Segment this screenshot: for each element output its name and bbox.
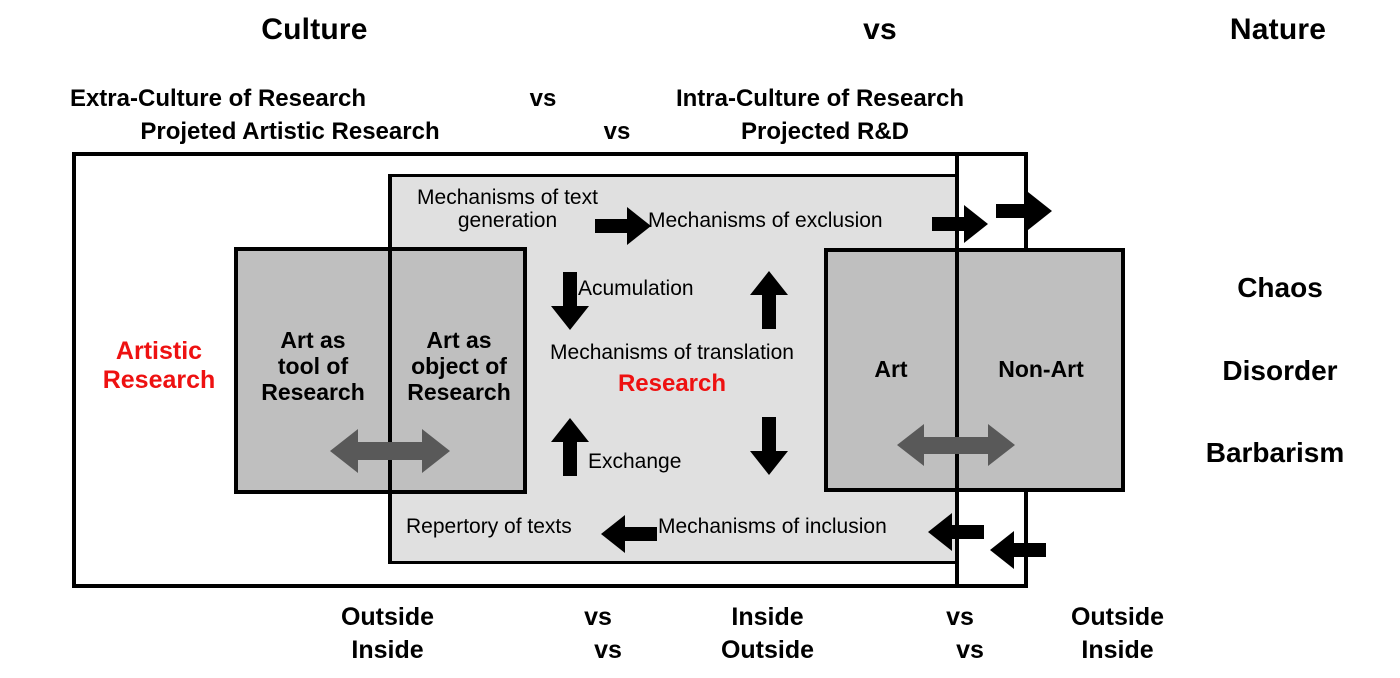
right-word-barbarism: Barbarism <box>1205 437 1345 468</box>
art-as-tool-line-2: tool of <box>277 352 349 379</box>
right-word-chaos: Chaos <box>1237 272 1323 303</box>
mechanisms-of-text-generation-label: Mechanisms of text generation <box>417 186 598 233</box>
arrow-up-icon-exchange <box>551 418 589 476</box>
artistic-research-line-2: Research <box>102 365 216 394</box>
bottom-col-5-bottom: Inside <box>1081 635 1154 664</box>
bottom-col-3-top: Inside <box>731 603 804 631</box>
right-word-disorder: Disorder <box>1222 355 1338 386</box>
header-vs-row3: vs <box>603 118 631 145</box>
arrow-up-icon-right-center <box>750 271 788 329</box>
arrow-left-icon-inclusion-outer <box>990 531 1046 569</box>
arrow-left-icon-inclusion-inner <box>928 513 984 551</box>
artistic-research-side-label: Artistic Research <box>84 337 234 395</box>
non-art-label-line-1: Non-Art <box>998 356 1084 382</box>
double-arrow-horizontal-icon <box>330 425 450 477</box>
repertory-of-texts-label: Repertory of texts <box>406 515 572 538</box>
research-center-label: Research <box>617 370 727 397</box>
header-projected-rd: Projected R&D <box>740 118 910 145</box>
divider-art-nonart-inner <box>955 248 959 492</box>
bottom-col-2-bottom: vs <box>594 635 622 664</box>
art-label: Art <box>830 356 952 383</box>
bottom-col-1: Outside Inside <box>310 601 465 666</box>
header-extra-culture: Extra-Culture of Research <box>69 85 367 112</box>
mechanisms-of-exclusion-label: Mechanisms of exclusion <box>648 209 883 232</box>
art-label-line-1: Art <box>874 356 908 382</box>
header-vs-top: vs <box>863 13 897 46</box>
bottom-col-2-vs: vs vs <box>548 601 648 666</box>
art-as-object-line-1: Art as <box>426 327 492 353</box>
art-as-object-line-3: Research <box>407 378 511 405</box>
arrow-down-icon-right-center <box>750 417 788 475</box>
bottom-col-5-top: Outside <box>1070 603 1165 631</box>
arrow-right-icon-exclusion-inner <box>932 205 988 243</box>
divider-left-inner <box>388 247 392 494</box>
arrow-right-icon-exclusion-outer <box>996 192 1052 230</box>
arrow-down-icon-accumulation <box>551 272 589 330</box>
art-as-tool-line-1: Art as <box>280 327 346 353</box>
art-as-object-label: Art as object of Research <box>393 327 525 405</box>
header-culture: Culture <box>261 13 368 46</box>
bottom-col-1-bottom: Inside <box>351 635 424 664</box>
bottom-col-5: Outside Inside <box>1040 601 1195 666</box>
divider-line-art-nonart <box>955 152 959 212</box>
header-intra-culture: Intra-Culture of Research <box>675 85 965 112</box>
bottom-col-4-top: vs <box>946 603 974 631</box>
artistic-research-line-1: Artistic <box>115 337 203 365</box>
mechanisms-of-inclusion-label: Mechanisms of inclusion <box>658 515 887 538</box>
bottom-col-4-vs: vs vs <box>910 601 1010 666</box>
art-as-object-line-2: object of <box>411 352 507 379</box>
bottom-col-2-top: vs <box>584 603 612 631</box>
header-vs-row2: vs <box>529 85 557 112</box>
art-as-tool-line-3: Research <box>261 378 365 405</box>
bottom-col-3: Inside Outside <box>690 601 845 666</box>
non-art-label: Non-Art <box>961 356 1121 383</box>
bottom-col-4-bottom: vs <box>956 635 984 664</box>
bottom-col-3-bottom: Outside <box>720 635 815 664</box>
header-nature: Nature <box>1229 13 1327 46</box>
bottom-col-1-top: Outside <box>340 603 435 631</box>
exchange-label: Exchange <box>588 450 682 473</box>
header-projeted-artistic-research: Projeted Artistic Research <box>140 118 440 145</box>
acumulation-label: Acumulation <box>578 277 694 300</box>
arrow-left-icon-inclusion-to-repertory <box>601 515 657 553</box>
arrow-right-icon-generation <box>595 207 651 245</box>
mechanisms-of-translation-label: Mechanisms of translation <box>550 341 794 364</box>
double-arrow-horizontal-icon-right <box>897 420 1015 470</box>
art-as-tool-label: Art as tool of Research <box>242 327 384 405</box>
